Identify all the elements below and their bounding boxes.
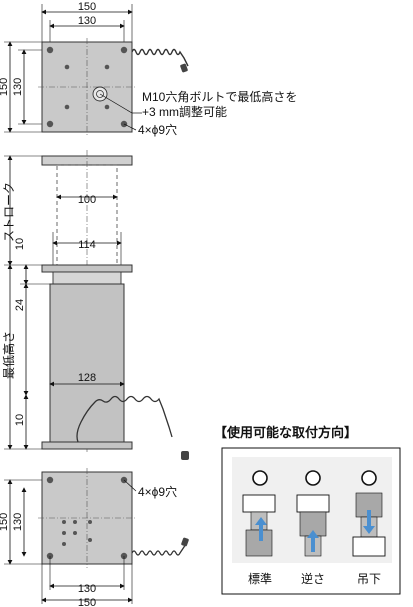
coiled-cable-bottom	[131, 538, 189, 556]
dim-100: 100	[78, 194, 96, 206]
orientation-label-standard: 標準	[248, 571, 272, 586]
pivot-icon	[305, 470, 321, 486]
side-view: 100 114 128 ストローク 10 24 最低高さ 10	[1, 150, 189, 460]
dim-128: 128	[78, 372, 96, 384]
dim-24: 24	[14, 299, 26, 311]
dim-bottom-left-130: 130	[12, 513, 24, 531]
flange-plate	[41, 264, 133, 273]
up-arrow-icon	[255, 517, 267, 541]
bolt-note-line1: M10六角ボルトで最低高さを	[142, 89, 297, 104]
top-view: 150 130 150 130 M10六角ボルトで	[0, 1, 297, 137]
dim-bottom-130: 130	[78, 583, 96, 595]
sleeve	[52, 271, 122, 285]
hole-note-top: 4×ϕ9穴	[138, 122, 177, 137]
label-stroke: ストローク	[2, 182, 16, 242]
mount-hole	[46, 120, 54, 128]
orientation-standard: 標準	[242, 470, 276, 586]
pivot-icon	[361, 470, 377, 486]
dim-left-150: 150	[0, 78, 10, 96]
dim-10-top: 10	[14, 238, 26, 250]
mount-hole	[120, 46, 128, 54]
dim-left-130: 130	[12, 78, 24, 96]
side-bottom-plate	[41, 441, 133, 450]
orientation-hanging: 吊下	[352, 470, 386, 586]
dim-bottom-left-150: 150	[0, 513, 10, 531]
orientation-label-hanging: 吊下	[357, 572, 381, 586]
coiled-cable-top	[131, 48, 189, 67]
outer-column	[49, 283, 125, 443]
label-min-height: 最低高さ	[1, 331, 16, 379]
dim-10-bottom: 10	[14, 414, 26, 426]
dim-top-130: 130	[78, 15, 96, 27]
bottom-view: 4×ϕ9穴 150 130 130 150	[0, 468, 189, 607]
down-arrow-icon	[363, 510, 375, 534]
bolt-note-line2: +3 mm調整可能	[142, 104, 227, 119]
orientation-inverted: 逆さ	[296, 470, 330, 586]
dim-top-150: 150	[78, 1, 96, 13]
orientation-panel: 【使用可能な取付方向】 標準 逆さ 吊下	[214, 425, 401, 595]
hole-note-bottom: 4×ϕ9穴	[138, 484, 177, 499]
dim-114: 114	[78, 239, 96, 251]
mount-hole	[46, 476, 54, 484]
up-arrow-icon	[307, 530, 319, 552]
mount-hole	[46, 46, 54, 54]
orientation-title: 【使用可能な取付方向】	[214, 425, 357, 440]
pivot-icon	[252, 470, 268, 486]
orientation-label-inverted: 逆さ	[301, 571, 325, 586]
coiled-cable-side	[76, 395, 173, 443]
dim-bottom-150: 150	[78, 597, 96, 607]
